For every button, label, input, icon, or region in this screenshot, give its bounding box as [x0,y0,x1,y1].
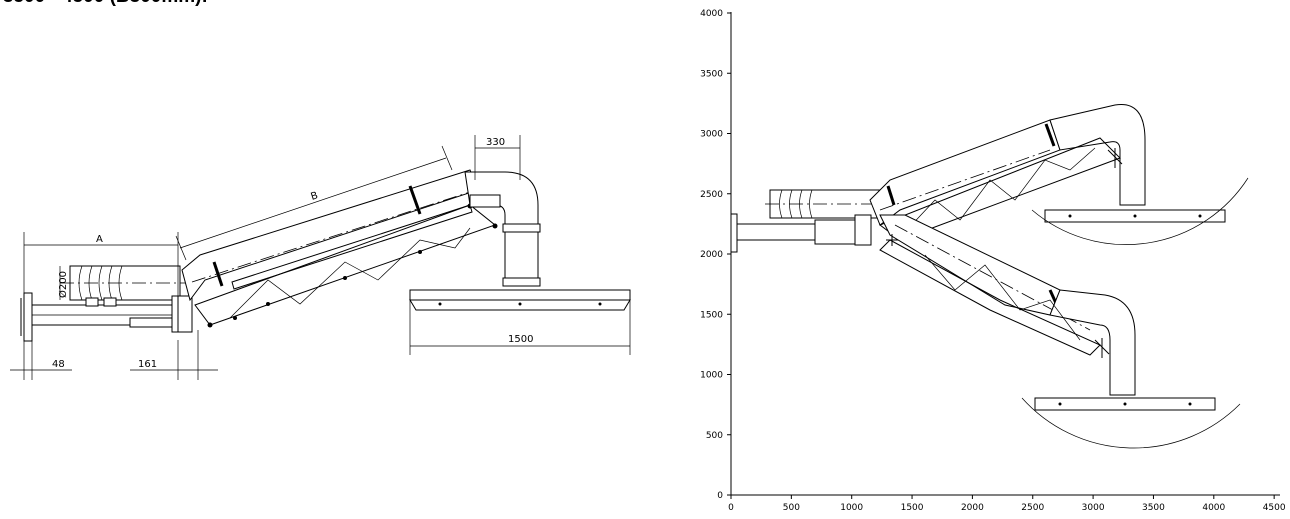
dim-b-label: B [310,190,320,203]
x-tick-label: 500 [783,503,800,513]
upper-arm-tube [181,169,479,302]
x-tick-label: 4000 [1202,503,1225,513]
reach-arm-drawing [730,103,1249,449]
wall-plate [23,292,33,342]
arm-joint [171,295,193,333]
y-tick-label: 500 [706,431,723,441]
reach-chart-axes [730,12,1280,496]
y-tick-label: 4000 [700,9,723,19]
x-tick-label: 4500 [1263,503,1286,513]
tick-marks [727,12,1275,499]
x-tick-label: 2000 [961,503,984,513]
x-tick-label: 3000 [1082,503,1105,513]
upper-elbow [1049,103,1146,206]
dim-330-label: 330 [486,137,505,148]
y-tick-label: 1500 [700,310,723,320]
y-tick-label: 2500 [700,190,723,200]
upper-arm [869,119,1061,226]
y-tick-label: 3500 [700,69,723,79]
dim-1500-label: 1500 [508,334,533,345]
dim-161-label: 161 [138,359,157,370]
x-tick-label: 0 [728,503,734,513]
x-tick-label: 1000 [840,503,863,513]
drawing-title: Z 3500 - 4500 (B300mm): [0,0,208,8]
dim-48-label: 48 [52,359,65,370]
dimension-lines [10,135,631,380]
lower-elbow [1049,289,1136,396]
tick-labels: 0 500 1000 1500 2000 2500 3000 3500 4000 4500 0 500… [700,9,1286,513]
y-tick-label: 1000 [700,371,723,381]
x-tick-label: 3500 [1142,503,1165,513]
y-tick-label: 3000 [700,130,723,140]
dim-diameter-label: Ø200 [57,271,69,298]
y-tick-label: 0 [717,491,723,501]
x-tick-label: 1500 [901,503,924,513]
extraction-hood [409,289,631,301]
left-arm-drawing: A B Ø200 48 161 330 1500 [10,135,631,380]
dim-a-label: A [96,234,103,245]
x-tick-label: 2500 [1021,503,1044,513]
y-tick-label: 2000 [700,250,723,260]
